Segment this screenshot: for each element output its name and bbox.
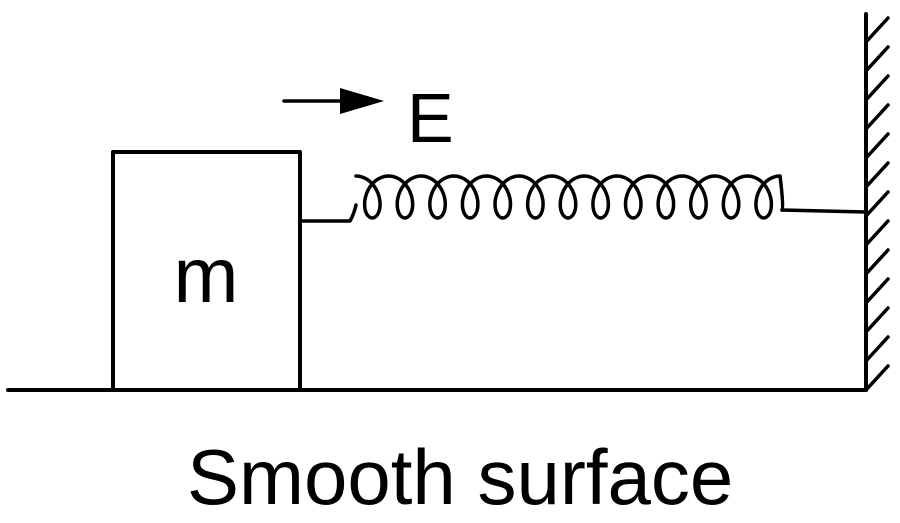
spring-connector-right [780, 208, 868, 214]
surface-label: Smooth surface [187, 433, 733, 521]
wall-hatch-mark [864, 190, 890, 218]
wall-hatching [864, 16, 890, 392]
wall-hatch-mark [864, 306, 890, 334]
wall-hatch-mark [864, 132, 890, 160]
wall-hatch-mark [864, 45, 890, 73]
field-arrow-icon [282, 88, 384, 114]
wall-hatch-mark [864, 16, 890, 44]
wall-hatch-mark [864, 161, 890, 189]
block-label: m [174, 231, 239, 319]
mass-block [111, 150, 302, 392]
spring-connector-left [300, 203, 358, 223]
wall-hatch-mark [864, 103, 890, 131]
wall-hatch-mark [864, 364, 890, 392]
wall-hatch-mark [864, 335, 890, 363]
wall-hatch-mark [864, 74, 890, 102]
wall-hatch-mark [864, 219, 890, 247]
spring-coil [354, 174, 785, 220]
wall-hatch-mark [864, 277, 890, 305]
wall-hatch-mark [864, 248, 890, 276]
field-label: E [407, 79, 454, 157]
